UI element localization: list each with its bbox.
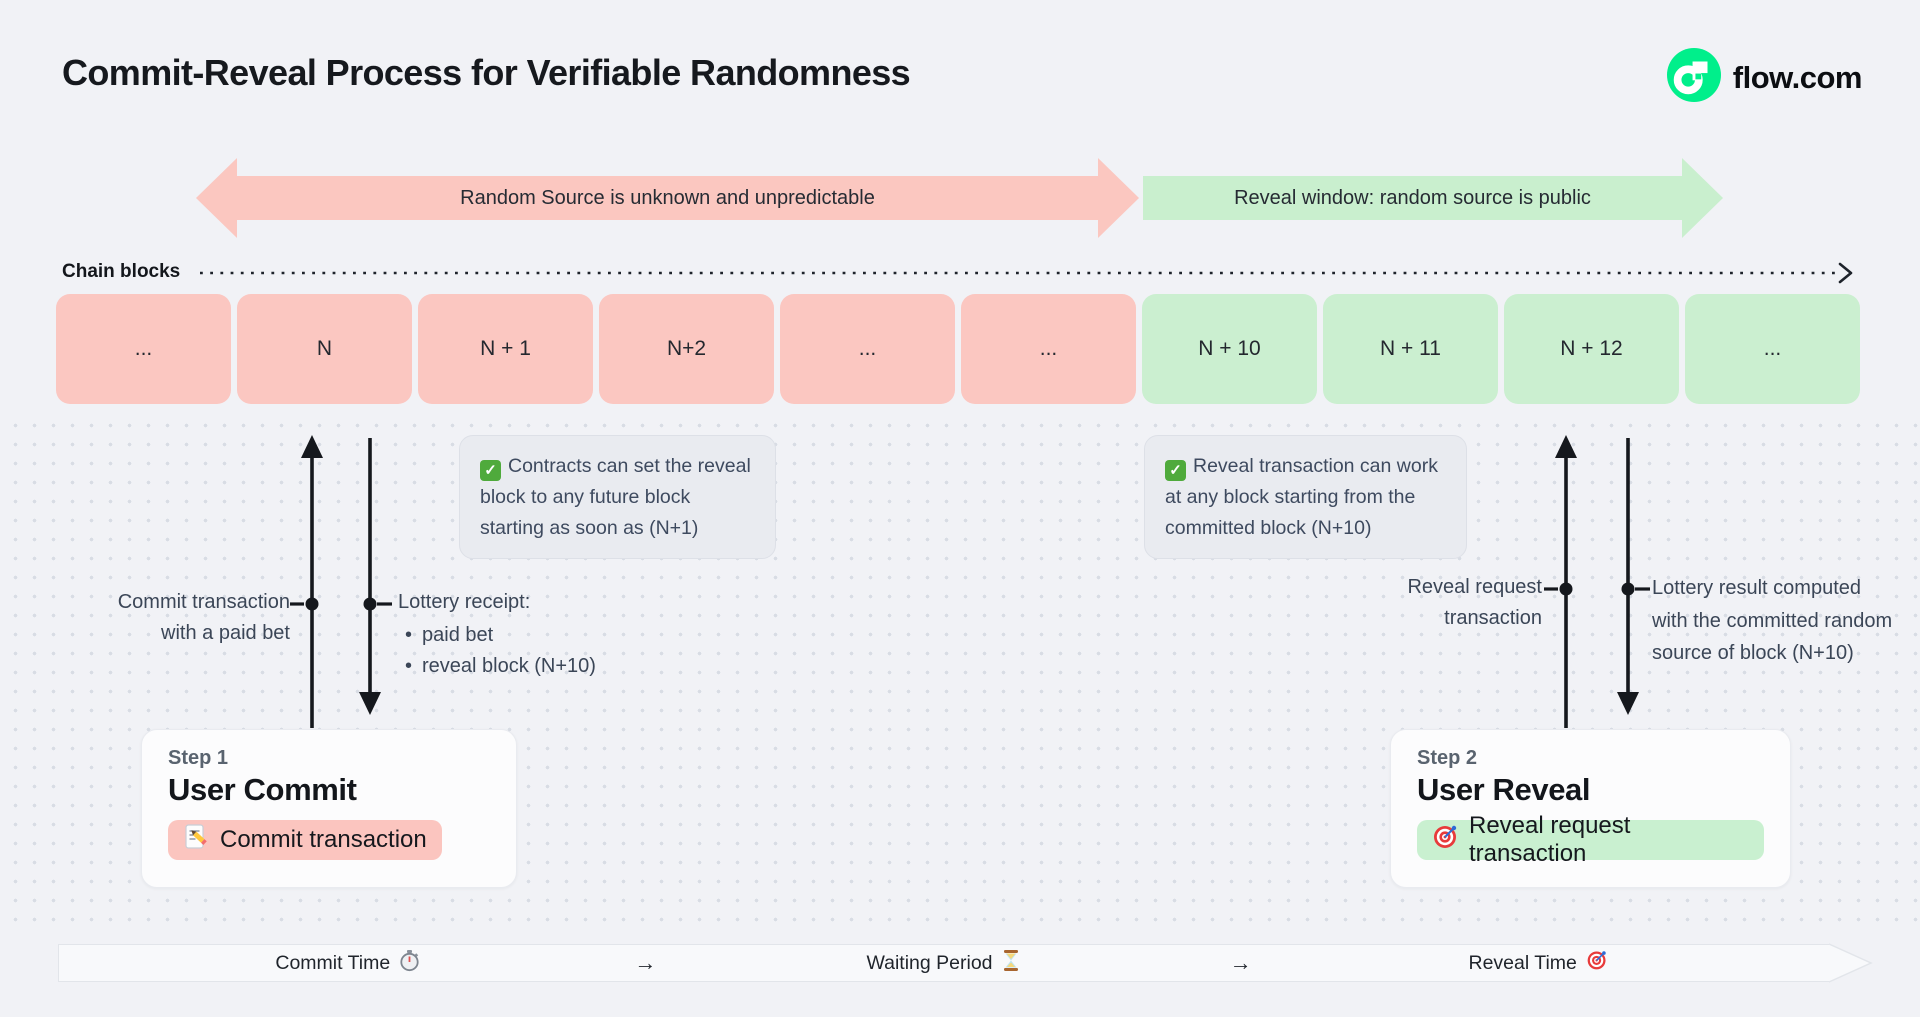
chain-block: ... [961, 294, 1136, 404]
chain-block: N + 12 [1504, 294, 1679, 404]
commit-note-text: Contracts can set the reveal block to an… [480, 455, 751, 539]
timeline-label: Commit Time [275, 951, 391, 974]
brand-name: flow.com [1732, 59, 1863, 95]
step-label: Step 1 [168, 747, 229, 769]
chain-block: N+2 [599, 294, 774, 404]
target-icon [1586, 949, 1608, 977]
arrow-right-head [1682, 158, 1723, 238]
step-title: User Reveal [1417, 772, 1591, 807]
timeline-waiting-period: Waiting Period [794, 949, 1092, 978]
step-label: Step 2 [1417, 747, 1478, 769]
timeline-reveal-time: Reveal Time [1389, 949, 1687, 977]
timeline-bar: Commit Time → Waiting Period [58, 944, 1830, 982]
chain-block: N [237, 294, 412, 404]
target-icon [1432, 823, 1459, 857]
timeline-arrow: → [634, 950, 657, 975]
chain-block: ... [1685, 294, 1860, 404]
commit-transaction-label: Commit transaction [220, 826, 427, 853]
check-icon: ✓ [1165, 460, 1186, 482]
step-1-card: Step 1 User Commit Commit transaction [141, 729, 517, 888]
arrow-right-head [1098, 158, 1139, 238]
step-title: User Commit [168, 772, 357, 807]
memo-icon [183, 823, 210, 857]
step-2-card: Step 2 User Reveal Reveal request transa… [1390, 729, 1791, 888]
chain-blocks-label: Chain blocks [62, 261, 181, 282]
reveal-request-label: Reveal request transaction [1469, 812, 1631, 867]
timeline-label: Waiting Period [866, 951, 993, 974]
commit-phase-arrow: Random Source is unknown and unpredictab… [196, 158, 1139, 238]
reveal-request-annotation: Reveal request transaction [1407, 576, 1542, 629]
reveal-note-text: Reveal transaction can work at any block… [1165, 455, 1438, 539]
page-title: Commit-Reveal Process for Verifiable Ran… [62, 52, 911, 93]
arrow-left-head [196, 158, 237, 238]
flow-logo-icon [1666, 48, 1721, 107]
chain-block: ... [780, 294, 955, 404]
chain-block: ... [56, 294, 231, 404]
reveal-phase-arrow: Reveal window: random source is public [1143, 158, 1723, 238]
lottery-receipt-list: paid bet reveal block (N+10) [398, 620, 658, 682]
commit-note-box: ✓Contracts can set the reveal block to a… [459, 435, 776, 560]
stopwatch-icon [399, 949, 420, 978]
reveal-note-box: ✓Reveal transaction can work at any bloc… [1144, 435, 1467, 560]
chain-block: N + 11 [1323, 294, 1498, 404]
lottery-receipt-annotation: Lottery receipt: paid bet reveal block (… [398, 587, 658, 682]
check-icon: ✓ [480, 460, 501, 482]
brand: flow.com [1666, 48, 1863, 107]
commit-transaction-badge: Commit transaction [168, 820, 442, 860]
chain-block: N + 10 [1142, 294, 1317, 404]
reveal-request-badge: Reveal request transaction [1417, 812, 1764, 867]
reveal-phase-label: Reveal window: random source is public [1143, 176, 1682, 220]
list-item: paid bet [398, 620, 658, 651]
hourglass-icon [1002, 949, 1020, 978]
chain-blocks-row: ... N N + 1 N+2 ... ... N + 10 N + 11 N … [56, 294, 1860, 404]
commit-tx-annotation: Commit transaction with a paid bet [117, 591, 290, 644]
lottery-result-annotation: Lottery result computed with the committ… [1652, 577, 1893, 664]
timeline-commit-time: Commit Time [199, 949, 497, 978]
list-item: reveal block (N+10) [398, 651, 658, 682]
timeline-label: Reveal Time [1468, 951, 1577, 974]
timeline-end-chevron [1828, 943, 1873, 983]
timeline-arrow: → [1229, 950, 1252, 975]
commit-phase-label: Random Source is unknown and unpredictab… [237, 176, 1098, 220]
chain-block: N + 1 [418, 294, 593, 404]
lottery-receipt-title: Lottery receipt: [398, 591, 531, 613]
